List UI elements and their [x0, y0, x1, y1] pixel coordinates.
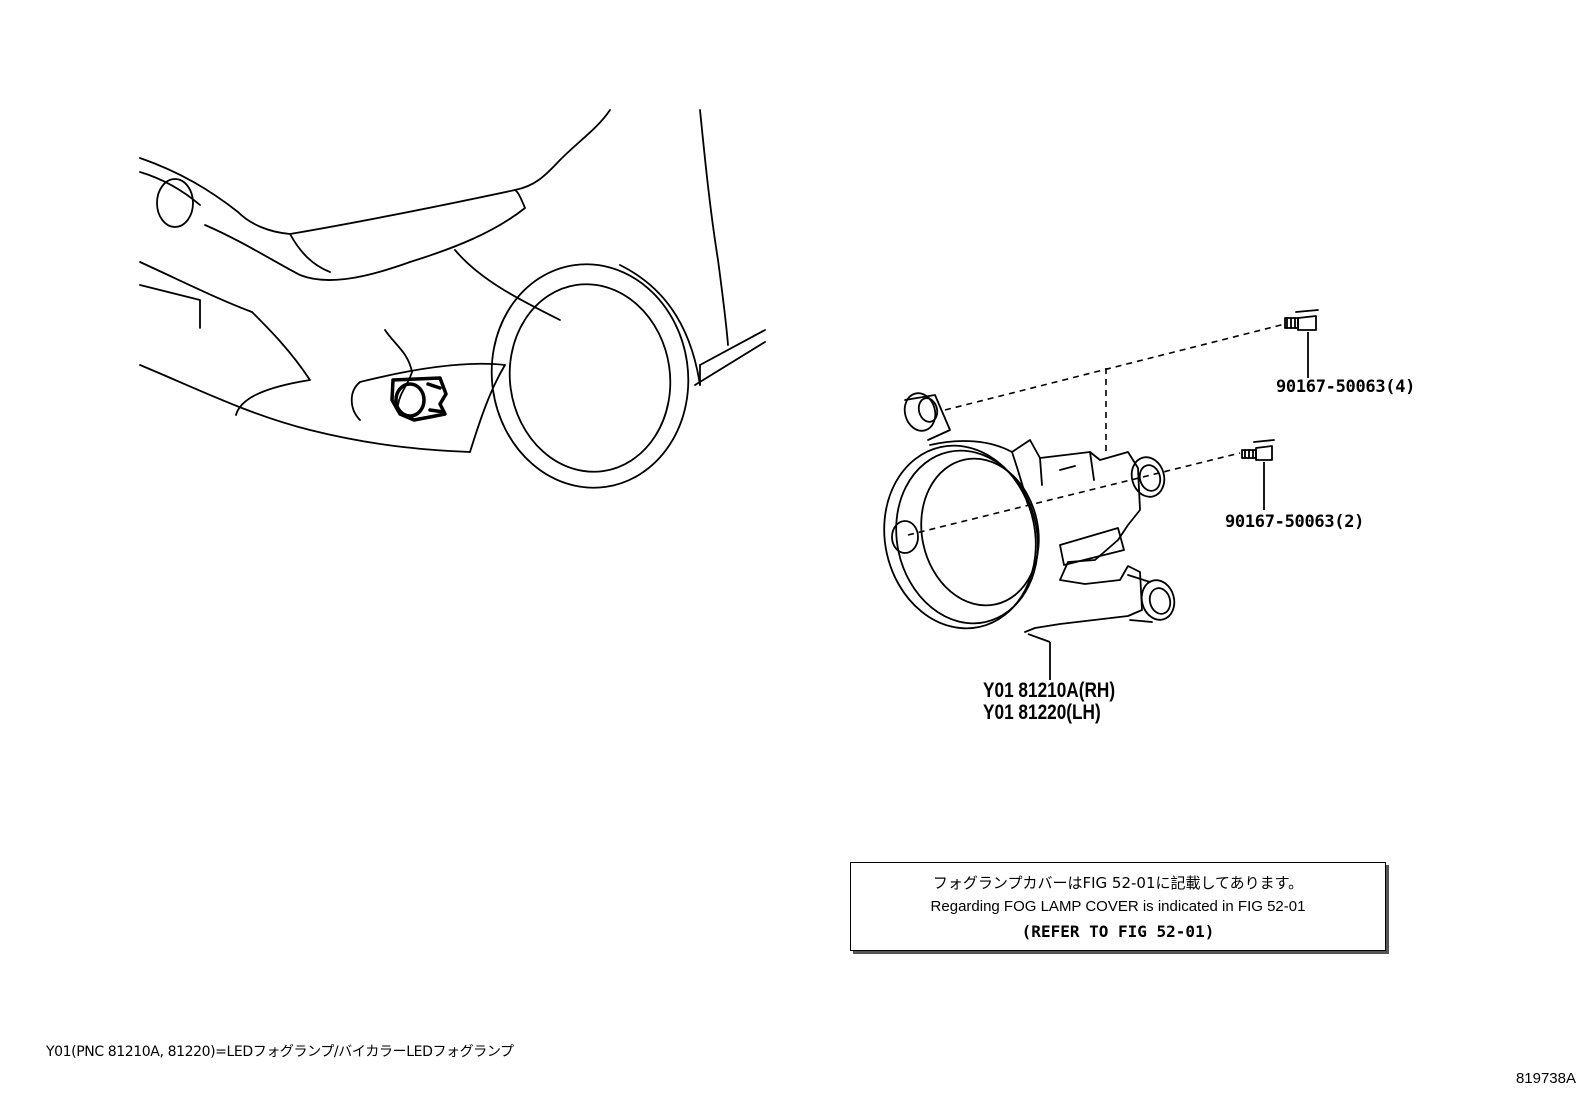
fog-lamp-assembly-drawing [883, 392, 1176, 633]
callout-fog-lamp-lh: Y01 81220(LH) [983, 701, 1101, 724]
figure-id: 819738A [1515, 1070, 1576, 1087]
note-line-english: Regarding FOG LAMP COVER is indicated in… [930, 898, 1306, 915]
leader-lines [1027, 332, 1309, 680]
callout-fog-lamp: Y01 81210A(RH) Y01 81220(LH) [983, 680, 1115, 724]
callout-bolt-lower: 90167-50063(2) [1225, 512, 1365, 532]
bolt-lower-drawing [1241, 439, 1275, 461]
footnote-pnc-definition: Y01(PNC 81210A, 81220)=LEDフォグランプ/バイカラーLE… [46, 1044, 514, 1060]
fog-lamp-cover-note-box: フォグランプカバーはFIG 52-01に記載してあります。 Regarding … [850, 862, 1386, 951]
note-line-japanese: フォグランプカバーはFIG 52-01に記載してあります。 [932, 874, 1304, 892]
bumper-fog-lamp-highlight [390, 376, 448, 422]
bolt-upper-drawing [1284, 309, 1319, 331]
callout-bolt-upper: 90167-50063(4) [1276, 377, 1416, 397]
alignment-dashed-lines [907, 323, 1286, 536]
callout-fog-lamp-rh: Y01 81210A(RH) [983, 679, 1116, 702]
note-line-reference: (REFER TO FIG 52-01) [1021, 922, 1215, 941]
vehicle-front-view [139, 109, 766, 489]
